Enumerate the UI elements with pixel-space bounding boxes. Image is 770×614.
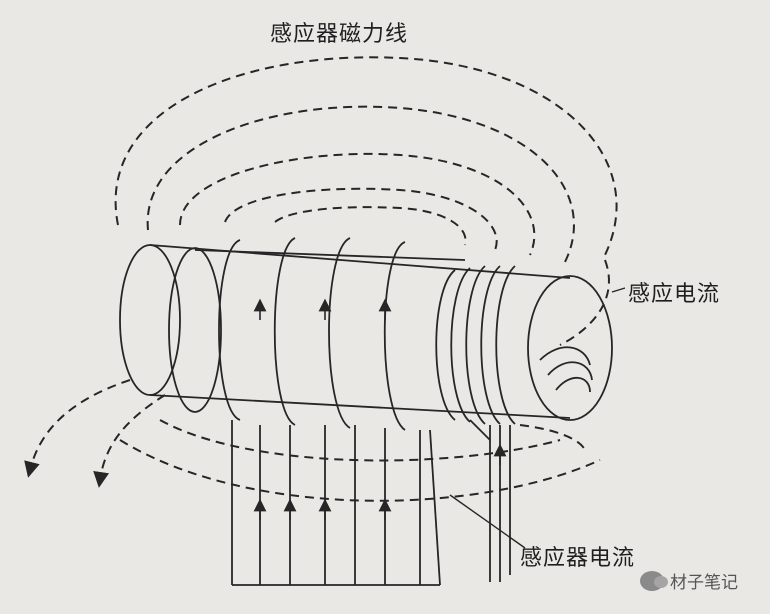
watermark-text: 材子笔记: [670, 573, 738, 593]
leader-lines: [449, 287, 626, 549]
wechat-icon: [640, 570, 668, 591]
inductor-lead: [489, 425, 511, 582]
field-line-bottom-outer: [119, 439, 601, 502]
field-line-3: [179, 152, 536, 256]
induced-current-rings: [435, 265, 516, 425]
field-line-right: [559, 259, 610, 346]
magnetic-field-lines: [24, 56, 618, 502]
current-arrows: [253, 298, 507, 520]
inductor-top: [194, 249, 466, 261]
workpiece-left-end: [119, 244, 181, 396]
induced-current-label: 感应电流: [628, 282, 721, 307]
magnetic-field-label: 感应器磁力线: [270, 22, 409, 47]
field-line-inner: [274, 206, 467, 246]
inductor-coil: [168, 237, 516, 586]
inductor-current-label: 感应器电流: [520, 546, 636, 571]
field-line-lower-right: [519, 424, 586, 451]
field-line-outer: [114, 56, 618, 256]
field-line-2: [146, 105, 575, 263]
field-line-lower-left-2: [93, 394, 166, 488]
field-line-4: [224, 187, 498, 251]
workpiece-cylinder: [119, 244, 613, 421]
watermark: 材子笔记: [640, 568, 738, 593]
field-line-bottom: [159, 419, 561, 462]
field-line-lower-left: [24, 379, 131, 478]
workpiece-right-face: [527, 275, 613, 421]
workpiece-bottom-edge: [149, 394, 571, 419]
